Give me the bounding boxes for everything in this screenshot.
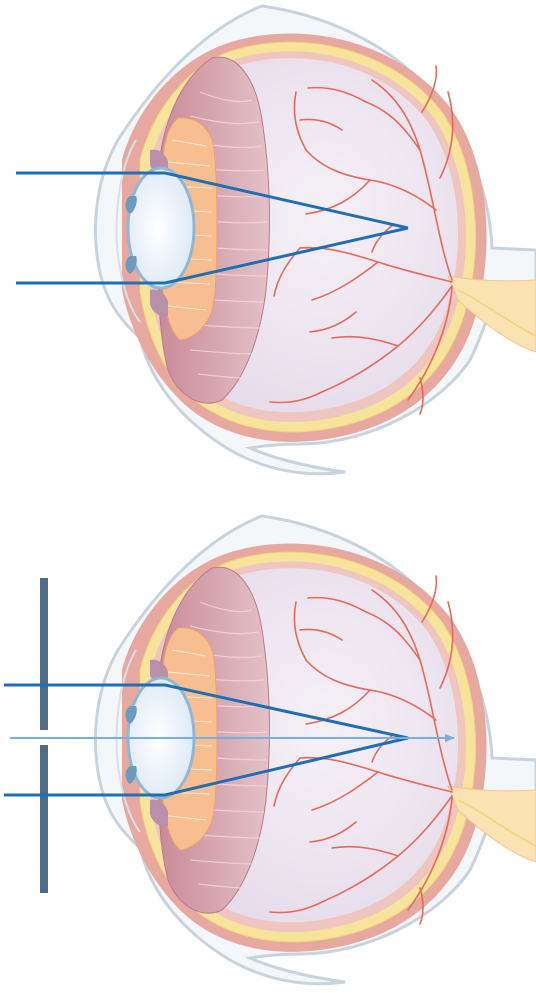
bottom-eye-panel <box>4 516 536 984</box>
top-eye-illustration <box>95 6 536 474</box>
bottom-eye-illustration <box>95 516 536 984</box>
lens-plate-lower <box>40 745 48 893</box>
lens-plate-upper <box>40 578 48 730</box>
top-eye-panel <box>16 6 536 474</box>
